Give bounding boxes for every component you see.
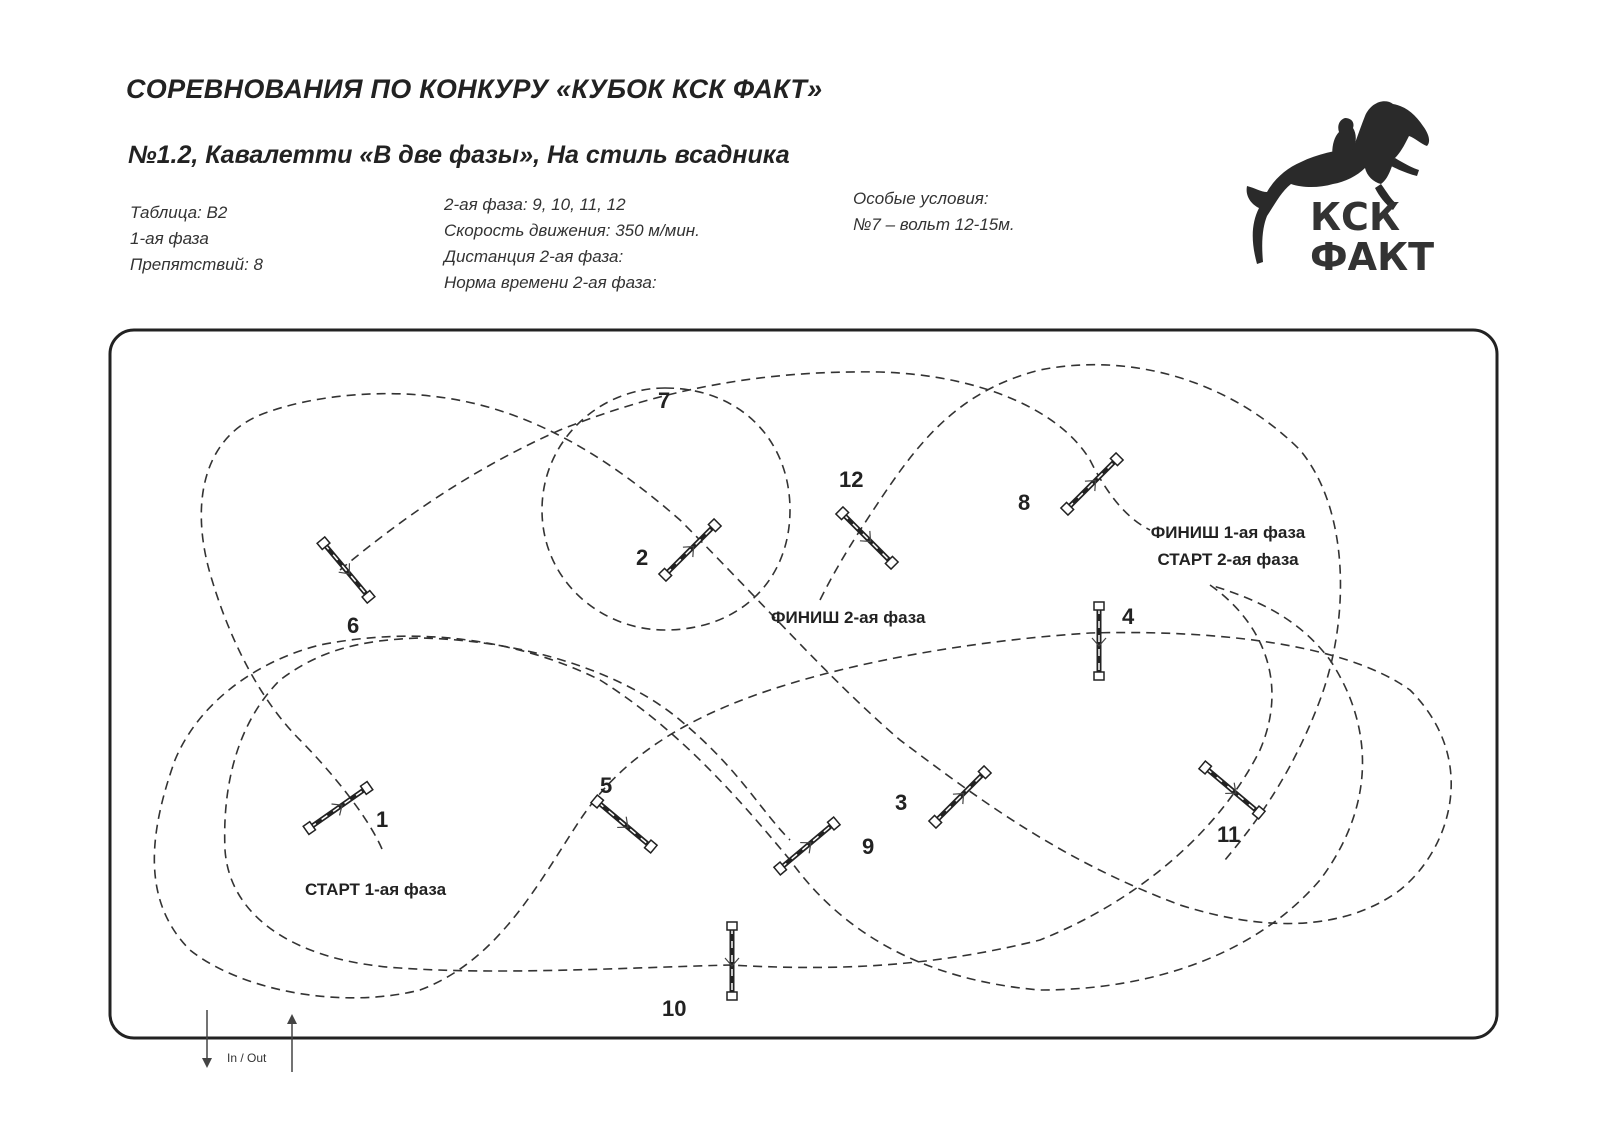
horse-rider-logo-icon xyxy=(1246,101,1430,264)
logo-line-ksk: КСК xyxy=(1310,195,1401,239)
course-subtitle: №1.2, Кавалетти «В две фазы», На стиль в… xyxy=(128,141,790,169)
entrance-out-arrow-icon xyxy=(202,1010,212,1068)
obstacle-number-4: 4 xyxy=(1122,604,1135,629)
obstacle-number-10: 10 xyxy=(662,996,686,1021)
obstacle-number-5: 5 xyxy=(600,773,612,798)
entrance-label: In / Out xyxy=(227,1051,267,1065)
info-time-norm: Норма времени 2-ая фаза: xyxy=(444,273,657,292)
info-table: Таблица: В2 xyxy=(130,203,228,222)
obstacle-number-7: 7 xyxy=(658,388,670,413)
info-column-table: Таблица: В2 1-ая фаза Препятствий: 8 xyxy=(130,200,263,278)
start-phase2-label: СТАРТ 2-ая фаза xyxy=(1157,550,1299,569)
info-distance: Дистанция 2-ая фаза: xyxy=(444,247,624,266)
entrance-in-arrow-icon xyxy=(287,1014,297,1072)
obstacle-number-8: 8 xyxy=(1018,490,1030,515)
info-phase2: 2-ая фаза: 9, 10, 11, 12 xyxy=(444,195,626,214)
obstacle-10 xyxy=(725,922,739,1000)
info-column-phase2: 2-ая фаза: 9, 10, 11, 12 Скорость движен… xyxy=(444,192,700,296)
obstacle-number-11: 11 xyxy=(1217,822,1240,847)
arena-boundary xyxy=(108,328,1499,1040)
obstacle-number-6: 6 xyxy=(347,613,359,638)
obstacle-5 xyxy=(590,794,659,855)
finish-phase1-label: ФИНИШ 1-ая фаза xyxy=(1151,523,1306,542)
obstacle-number-9: 9 xyxy=(862,834,874,859)
obstacle-number-1: 1 xyxy=(376,807,388,832)
info-special-conditions: Особые условия: xyxy=(853,189,989,208)
obstacle-9 xyxy=(773,816,842,877)
obstacle-6 xyxy=(316,536,377,605)
route-path-phase1-b xyxy=(339,371,1151,571)
page-title: СОРЕВНОВАНИЯ ПО КОНКУРУ «КУБОК КСК ФАКТ» xyxy=(126,74,823,104)
obstacle-number-12: 12 xyxy=(839,467,863,492)
info-volt-condition: №7 – вольт 12-15м. xyxy=(853,215,1015,234)
obstacle-number-3: 3 xyxy=(895,790,907,815)
info-column-conditions: Особые условия: №7 – вольт 12-15м. xyxy=(853,186,1015,238)
info-speed: Скорость движения: 350 м/мин. xyxy=(444,221,700,240)
start-phase1-label: СТАРТ 1-ая фаза xyxy=(305,880,447,899)
info-obstacles-count: Препятствий: 8 xyxy=(130,255,263,274)
route-path-phase2 xyxy=(223,363,1342,972)
info-phase1: 1-ая фаза xyxy=(130,229,209,248)
obstacle-8 xyxy=(1059,451,1124,516)
obstacle-number-2: 2 xyxy=(636,545,648,570)
obstacle-4 xyxy=(1092,602,1106,680)
obstacle-2 xyxy=(657,517,722,582)
route-path-volt-7 xyxy=(541,387,791,631)
logo-text: КСК ФАКТ xyxy=(1310,197,1434,277)
logo-line-fakt: ФАКТ xyxy=(1310,235,1435,279)
obstacle-3 xyxy=(927,764,992,829)
obstacle-11 xyxy=(1198,760,1267,821)
finish-phase2-label: ФИНИШ 2-ая фаза xyxy=(771,608,926,627)
obstacle-12 xyxy=(834,505,899,570)
obstacle-1 xyxy=(302,780,374,836)
route-path-phase1-a xyxy=(153,392,1452,999)
